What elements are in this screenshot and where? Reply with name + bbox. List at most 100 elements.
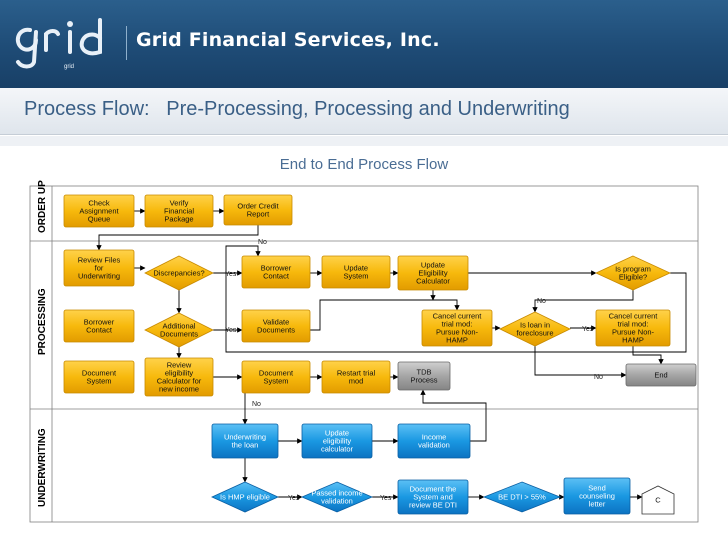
node-text-reviewcalc-0: Review xyxy=(167,361,192,370)
lane-label-underwriting: UNDERWRITING xyxy=(37,428,48,507)
edge-2 xyxy=(96,225,259,251)
edge-21 xyxy=(534,346,627,378)
node-text-reviewcalc-2: Calculator for xyxy=(157,377,202,386)
node-text-docsys2-1: System xyxy=(263,377,288,386)
node-text-foreclose-0: Is loan in xyxy=(520,321,550,330)
node-text-conn-0: C xyxy=(655,496,661,505)
node-text-updcalc-0: Update xyxy=(421,261,445,270)
node-text-cancel2-0: Cancel current xyxy=(609,312,659,321)
node-text-validate-1: Documents xyxy=(257,326,295,335)
edge-label-yes2: Yes xyxy=(582,326,594,333)
node-text-updcalc2-0: Update xyxy=(325,429,349,438)
node-text-counsel-2: letter xyxy=(589,500,606,509)
node-shape-restart xyxy=(321,360,391,394)
node-shape-passed xyxy=(300,481,374,513)
node-text-docreview-2: review BE DTI xyxy=(409,501,457,510)
node-text-review-1: for xyxy=(95,264,104,273)
node-shape-conn xyxy=(641,485,675,515)
grid-logo-icon: grid xyxy=(15,18,102,70)
node-shape-discrep xyxy=(144,255,214,291)
node-shape-check xyxy=(63,194,135,228)
node-conn: C xyxy=(641,485,675,515)
node-text-cancel1-0: Cancel current xyxy=(433,312,483,321)
node-text-discrep-0: Discrepancies? xyxy=(153,269,204,278)
node-shape-cancel2 xyxy=(595,309,671,347)
node-text-updsys-0: Update xyxy=(344,264,368,273)
node-text-verify-2: Package xyxy=(164,215,193,224)
node-text-passed-1: validation xyxy=(321,497,353,506)
node-shape-end xyxy=(625,363,697,387)
edge-25 xyxy=(420,389,487,442)
node-shape-foreclose xyxy=(499,311,571,347)
node-text-reviewcalc-1: eligibility xyxy=(165,369,194,378)
node-text-updcalc2-2: calculator xyxy=(321,445,354,454)
node-text-tbd-0: TDB xyxy=(417,368,432,377)
node-text-review-0: Review Files xyxy=(78,256,121,265)
node-text-cancel1-3: HAMP xyxy=(446,336,468,345)
node-text-isprog-0: Is program xyxy=(615,265,651,274)
node-hmp: Is HMP eligible xyxy=(211,481,279,513)
edge-label-no4: No xyxy=(252,401,261,408)
node-text-credit-1: Report xyxy=(247,210,270,219)
node-shape-cancel1 xyxy=(421,309,493,347)
page-title: Process Flow: Pre-Processing, Processing… xyxy=(24,98,570,120)
logo-text: grid xyxy=(64,64,74,70)
node-shape-dti xyxy=(482,481,562,513)
node-text-restart-1: mod xyxy=(349,377,364,386)
node-shape-bcontact2 xyxy=(63,309,135,343)
node-text-verify-0: Verify xyxy=(170,199,189,208)
lane-label-processing: PROCESSING xyxy=(37,288,48,355)
node-text-uw-0: Underwriting xyxy=(224,433,266,442)
node-shape-hmp xyxy=(211,481,279,513)
node-text-updcalc2-1: eligibility xyxy=(323,437,352,446)
node-text-bcontact2-1: Contact xyxy=(86,326,113,335)
node-text-restart-0: Restart trial xyxy=(337,369,376,378)
node-shape-review xyxy=(63,249,135,287)
edge-12 xyxy=(532,290,634,313)
node-text-adddocs-1: Documents xyxy=(160,330,198,339)
node-shape-tbd xyxy=(397,361,451,391)
node-end: End xyxy=(625,363,697,387)
edge-label-yes3: Yes xyxy=(225,327,237,334)
swimlanes: ORDER UP PROCESSING UNDERWRITING xyxy=(29,180,699,523)
flow-edges xyxy=(96,208,687,500)
node-text-isprog-1: Eligible? xyxy=(619,273,647,282)
node-text-passed-0: Passed income xyxy=(311,489,362,498)
node-text-uw-1: the loan xyxy=(232,441,259,450)
node-text-counsel-1: counseling xyxy=(579,492,615,501)
node-shape-reviewcalc xyxy=(144,357,214,397)
node-text-updcalc-2: Calculator xyxy=(416,277,450,286)
node-text-end-0: End xyxy=(654,371,667,380)
edge-label-no3: No xyxy=(594,374,603,381)
header-banner: grid Grid Financial Services, Inc. xyxy=(0,0,728,88)
node-text-income-0: Income xyxy=(422,433,447,442)
node-discrep: Discrepancies? xyxy=(144,255,214,291)
node-shape-uw xyxy=(211,423,279,459)
node-text-validate-0: Validate xyxy=(263,318,290,327)
node-text-cancel1-1: trial mod: xyxy=(442,320,473,329)
edge-label-no2: No xyxy=(537,298,546,305)
node-text-docsys2-0: Document xyxy=(259,369,294,378)
node-text-verify-1: Financial xyxy=(164,207,194,216)
node-shape-docsys1 xyxy=(63,360,135,394)
node-text-updcalc-1: Eligibility xyxy=(418,269,447,278)
edge-15 xyxy=(632,346,664,365)
